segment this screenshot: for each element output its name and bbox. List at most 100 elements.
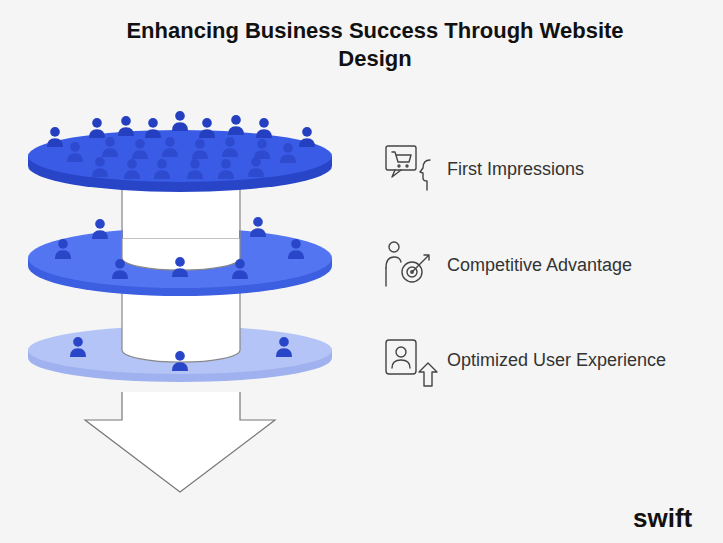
person-body: [132, 150, 148, 159]
person-body: [288, 250, 304, 259]
person-body: [280, 154, 296, 163]
person-body: [256, 129, 272, 138]
person-head: [92, 118, 102, 128]
cylinder-notch: [122, 238, 240, 270]
advantage-icon: [386, 242, 429, 286]
person-head: [135, 139, 145, 149]
person-body: [222, 148, 238, 157]
person-head: [251, 157, 261, 167]
person-body: [145, 129, 161, 138]
person-head: [202, 118, 212, 128]
person-figure: [199, 118, 215, 138]
person-head: [190, 159, 200, 169]
person-body: [70, 348, 86, 357]
person-body: [162, 148, 178, 157]
benefit-label: Optimized User Experience: [447, 350, 666, 371]
person-figure: [154, 159, 170, 179]
person-head: [235, 259, 245, 269]
person-head: [279, 337, 289, 347]
person-head: [175, 257, 185, 267]
person-head: [157, 159, 167, 169]
person-figure: [172, 351, 188, 371]
person-body: [47, 138, 63, 147]
person-figure: [256, 118, 272, 138]
person-figure: [67, 142, 83, 162]
person-figure: [55, 239, 71, 259]
person-body: [92, 230, 108, 239]
person-figure: [172, 257, 188, 277]
person-head: [257, 139, 267, 149]
person-head: [115, 259, 125, 269]
person-head: [73, 337, 83, 347]
person-figure: [124, 159, 140, 179]
people-group: [47, 111, 315, 371]
person-figure: [192, 139, 208, 159]
person-body: [92, 168, 108, 177]
person-body: [112, 270, 128, 279]
person-figure: [172, 111, 188, 131]
person-figure: [232, 259, 248, 279]
person-figure: [145, 118, 161, 138]
funnel-arrow: [85, 392, 275, 492]
person-figure: [276, 337, 292, 357]
person-figure: [162, 137, 178, 157]
person-head: [259, 118, 269, 128]
person-figure: [248, 157, 264, 177]
person-body: [218, 170, 234, 179]
person-head: [175, 111, 185, 121]
person-figure: [187, 159, 203, 179]
impression-icon: [386, 146, 430, 190]
person-head: [70, 142, 80, 152]
person-body: [192, 150, 208, 159]
person-body: [199, 129, 215, 138]
person-body: [299, 138, 315, 147]
person-body: [118, 127, 134, 136]
person-head: [95, 157, 105, 167]
person-figure: [47, 127, 63, 147]
person-head: [148, 118, 158, 128]
person-body: [172, 362, 188, 371]
person-figure: [218, 159, 234, 179]
person-head: [283, 143, 293, 153]
brand-watermark: swift: [633, 503, 692, 534]
person-head: [195, 139, 205, 149]
person-body: [250, 228, 266, 237]
person-head: [121, 116, 131, 126]
person-head: [253, 217, 263, 227]
person-head: [50, 127, 60, 137]
person-figure: [280, 143, 296, 163]
person-figure: [118, 116, 134, 136]
person-body: [89, 129, 105, 138]
person-figure: [70, 337, 86, 357]
person-head: [58, 239, 68, 249]
person-body: [172, 122, 188, 131]
benefit-label: First Impressions: [447, 159, 584, 180]
person-figure: [112, 259, 128, 279]
person-body: [172, 268, 188, 277]
person-figure: [288, 239, 304, 259]
person-body: [102, 148, 118, 157]
person-figure: [299, 127, 315, 147]
person-head: [105, 137, 115, 147]
person-body: [67, 153, 83, 162]
person-figure: [102, 137, 118, 157]
benefit-label: Competitive Advantage: [447, 255, 632, 276]
person-head: [175, 351, 185, 361]
person-body: [232, 270, 248, 279]
person-body: [228, 126, 244, 135]
person-figure: [92, 219, 108, 239]
person-head: [302, 127, 312, 137]
person-head: [221, 159, 231, 169]
person-figure: [89, 118, 105, 138]
person-head: [231, 115, 241, 125]
person-figure: [254, 139, 270, 159]
diagram-title: Enhancing Business Success Through Websi…: [90, 17, 660, 73]
person-figure: [222, 137, 238, 157]
person-figure: [92, 157, 108, 177]
top-disc: [28, 130, 332, 182]
person-body: [124, 170, 140, 179]
person-body: [154, 170, 170, 179]
person-head: [225, 137, 235, 147]
person-body: [55, 250, 71, 259]
